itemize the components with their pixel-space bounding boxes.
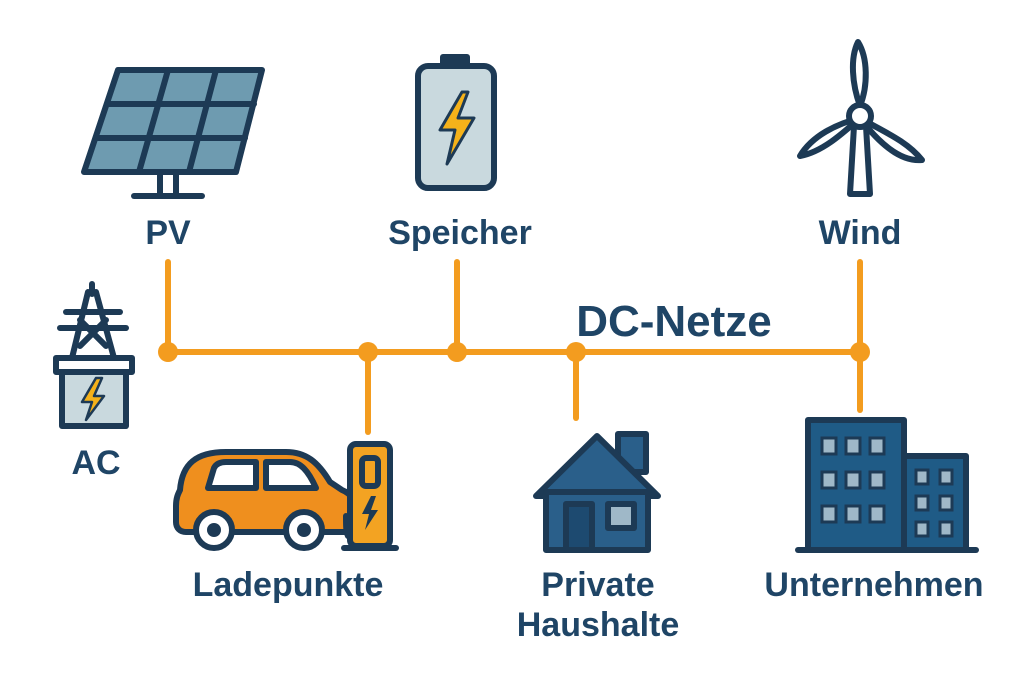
house-icon (533, 431, 661, 553)
wind-label: Wind (819, 214, 902, 252)
haushalte-label-line2: Haushalte (517, 606, 680, 644)
power-pylon-icon (53, 281, 135, 429)
pv-label: PV (145, 214, 191, 252)
office-building-icon (795, 417, 979, 553)
speicher-label: Speicher (388, 214, 532, 252)
solar-panel-icon (81, 67, 265, 199)
ac-label: AC (71, 444, 120, 482)
junction-ladepunkte (358, 342, 378, 362)
haushalte-label-line1: Private (541, 566, 654, 604)
ladepunkte-label: Ladepunkte (193, 566, 384, 604)
unternehmen-label: Unternehmen (764, 566, 983, 604)
dc-bus-lines (165, 259, 865, 435)
ev-charging-icon (173, 441, 399, 551)
junction-haushalte (566, 342, 586, 362)
junction-speicher (447, 342, 467, 362)
diagram-title: DC-Netze (576, 297, 772, 346)
battery-icon (415, 54, 497, 191)
wind-turbine-icon (797, 39, 925, 197)
bus-junctions (158, 342, 870, 362)
junction-wind (850, 342, 870, 362)
junction-pv (158, 342, 178, 362)
